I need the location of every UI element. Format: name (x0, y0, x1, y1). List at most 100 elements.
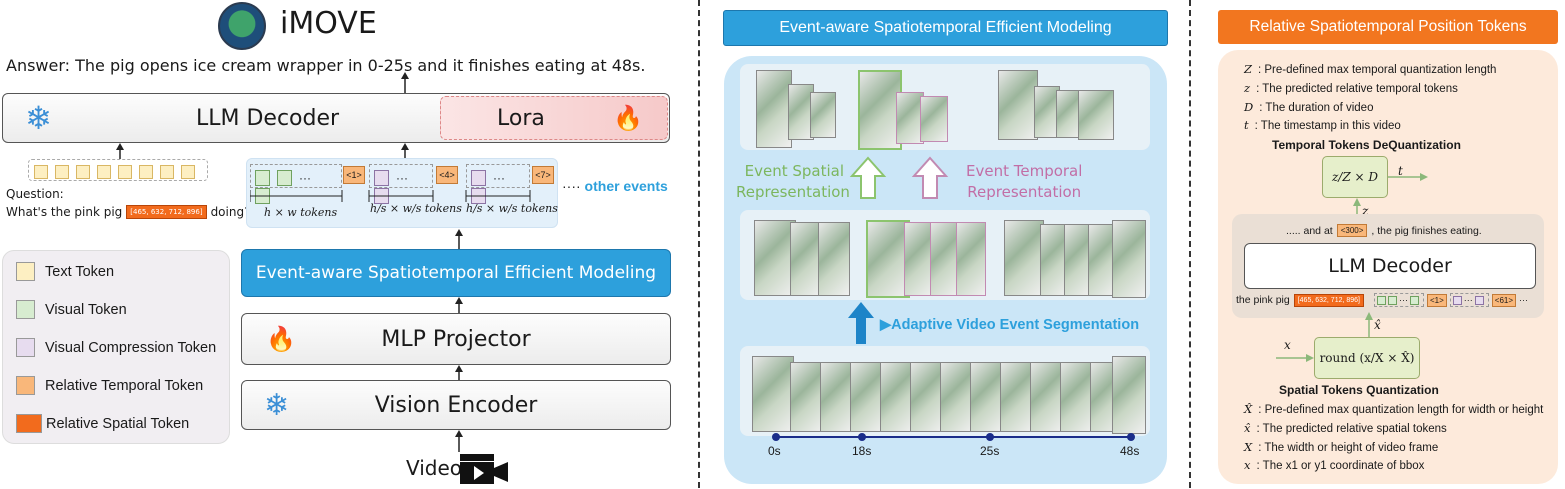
question-post: doing? (210, 205, 251, 219)
event-aware-label: Event-aware Spatiotemporal Efficient Mod… (255, 263, 657, 283)
text-token-row (28, 159, 208, 181)
visual-token-set-3: ··· (466, 164, 530, 204)
ellipsis: ··· (396, 170, 408, 185)
right-llm-decoder-label: LLM Decoder (1328, 255, 1452, 277)
def-symbol: x̂ (1244, 421, 1251, 435)
text-token (97, 164, 111, 179)
visual-token (1410, 295, 1419, 305)
def-text: : Pre-defined max quantization length fo… (1258, 404, 1544, 416)
definition: t: The timestamp in this video (1244, 118, 1401, 132)
bracket-lines (250, 190, 531, 202)
definition: z : The predicted relative temporal token… (1244, 81, 1458, 95)
legend-label: Relative Temporal Token (45, 377, 204, 394)
def-symbol: z (1244, 81, 1251, 95)
frame-thumbnail (896, 92, 924, 144)
spatial-token-coords: [465, 632, 712, 896] (1293, 293, 1364, 307)
frame-thumbnail (858, 70, 902, 150)
text-token (139, 164, 153, 179)
segmentation-arrow-icon (848, 302, 874, 344)
spatial-label: Event Spatial Representation (736, 161, 850, 203)
arrow-up-icon (401, 143, 409, 159)
def-text: : The predicted relative temporal tokens (1256, 83, 1458, 95)
timeline-label: 48s (1120, 444, 1140, 458)
question-text: What's the pink pig [465, 632, 712, 896]… (6, 205, 250, 219)
def-symbol: D (1244, 100, 1254, 114)
arrow-up-icon (455, 430, 463, 452)
frame-thumbnail (1078, 90, 1114, 140)
text-token (76, 164, 90, 179)
visual-token-group (246, 158, 558, 228)
ellipsis: ··· (299, 170, 311, 185)
x-label: x (1284, 338, 1291, 352)
frame-thumbnail (1000, 362, 1034, 432)
question-pre: What's the pink pig (6, 205, 123, 219)
visual-token (277, 169, 292, 186)
frame-thumbnail (1056, 90, 1082, 138)
frame-thumbnail (756, 70, 792, 148)
mini-visual-tokens: ··· (1374, 293, 1424, 307)
legend-temporal-token: Relative Temporal Token (16, 376, 203, 395)
ellipsis: ··· (493, 170, 505, 185)
z-label: z (1362, 204, 1369, 218)
compression-token (374, 169, 389, 186)
definition: D: The duration of video (1244, 100, 1373, 114)
frame-thumbnail (956, 222, 986, 296)
spatial-label-line2: Representation (736, 183, 850, 201)
play-icon: ▶ (880, 317, 892, 333)
quant-title: Spatial Tokens Quantization (1279, 383, 1439, 397)
right-llm-decoder-box: LLM Decoder (1244, 243, 1536, 289)
other-events-label: ···· other events (562, 178, 668, 194)
segmentation-label: ▶Adaptive Video Event Segmentation (880, 317, 1139, 333)
frame-thumbnail (1064, 224, 1092, 296)
def-text: : The predicted relative spatial tokens (1256, 423, 1447, 435)
arrow-up-icon (116, 143, 124, 159)
pig-label: the pink pig (1236, 294, 1290, 306)
mini-compression-tokens: ··· (1449, 293, 1489, 307)
logo-icon (218, 2, 266, 50)
video-camera-icon (460, 452, 508, 484)
fire-icon: 🔥 (266, 325, 296, 353)
input-tokens-row: the pink pig [465, 632, 712, 896] ··· <1… (1236, 293, 1528, 307)
legend-label: Relative Spatial Token (46, 415, 190, 432)
timeline (772, 433, 1135, 441)
lora-box: Lora 🔥 (440, 96, 668, 140)
middle-title-bar: Event-aware Spatiotemporal Efficient Mod… (723, 10, 1168, 46)
temporal-token: <300> (1336, 224, 1368, 237)
compression-token (1452, 295, 1462, 305)
frame-thumbnail (1004, 220, 1044, 296)
definition: x: The x1 or y1 coordinate of bbox (1244, 458, 1424, 472)
frame-thumbnail (880, 362, 914, 432)
lora-label: Lora (497, 105, 545, 131)
def-text: : The width or height of video frame (1258, 442, 1439, 454)
temporal-token: <61> (1491, 293, 1517, 307)
mlp-box: 🔥 MLP Projector (241, 313, 671, 365)
token-count-1-text: h × w tokens (264, 206, 338, 219)
segmentation-text: Adaptive Video Event Segmentation (891, 317, 1140, 333)
arrow-up-icon (455, 365, 463, 381)
frame-thumbnail (940, 362, 974, 432)
frame-thumbnail (1030, 362, 1064, 432)
legend-label: Text Token (45, 263, 115, 280)
mlp-label: MLP Projector (381, 326, 531, 352)
sentence-post: , the pig finishes eating. (1371, 224, 1482, 237)
arrow-right-icon (1276, 354, 1314, 362)
frame-thumbnail (820, 362, 854, 432)
visual-token (255, 169, 270, 186)
dequant-formula-box: z/Z × D (1322, 156, 1388, 198)
token-count-3: h/s × w/s tokens (466, 202, 558, 215)
sentence-pre: ..... and at (1286, 224, 1333, 237)
text-token (34, 164, 48, 179)
visual-token (1377, 295, 1386, 305)
frame-thumbnail (790, 222, 822, 296)
spatial-label-line1: Event Spatial (744, 162, 844, 180)
definition: x̂ : The predicted relative spatial token… (1244, 421, 1447, 435)
def-symbol: X̂ (1244, 402, 1253, 416)
divider-1 (698, 0, 700, 488)
timeline-label: 25s (980, 444, 1000, 458)
visual-token-set-1: ··· (250, 164, 342, 204)
visual-token-set-2: ··· (369, 164, 433, 204)
temporal-token-1: <1> (343, 166, 365, 184)
frame-thumbnail (850, 362, 884, 432)
token-count-2: h/s × w/s tokens (370, 202, 462, 215)
legend-label: Visual Token (45, 301, 127, 318)
